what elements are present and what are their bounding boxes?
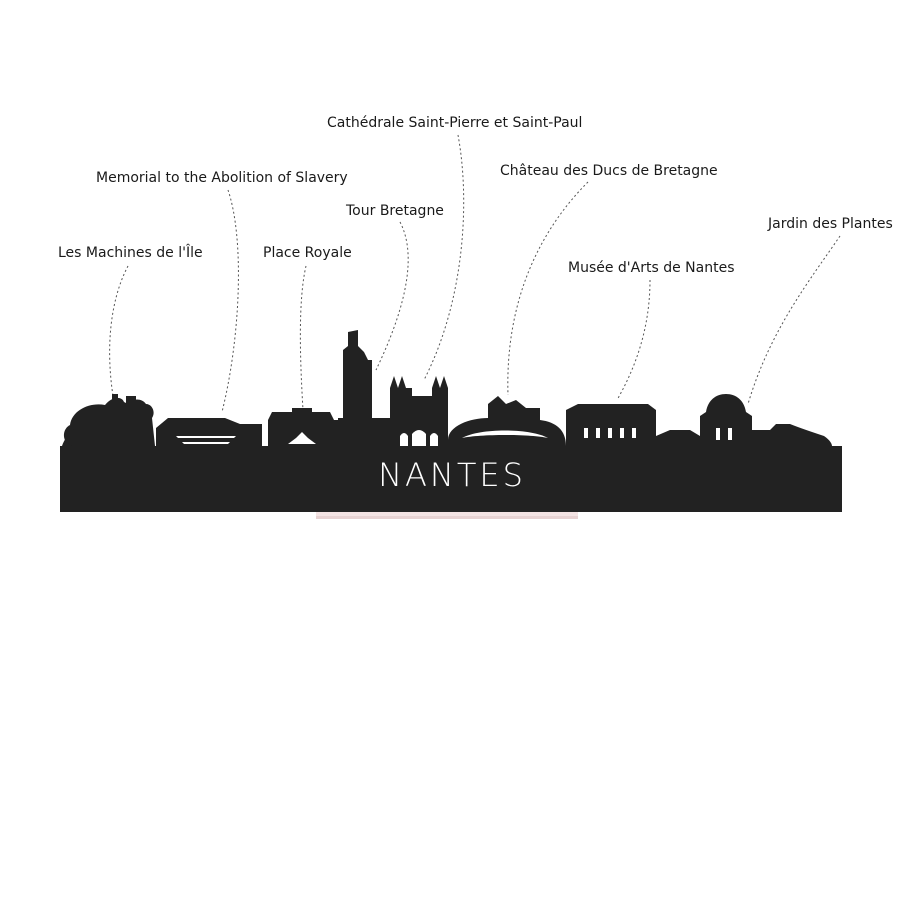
leader-line-cathedrale — [423, 134, 465, 381]
stand — [316, 508, 578, 518]
musee-silhouette — [566, 404, 656, 446]
memorial-silhouette — [156, 418, 262, 446]
leader-line-machines — [109, 265, 129, 403]
leader-lines — [109, 134, 841, 413]
chateau-silhouette — [448, 396, 566, 446]
jardin-windows — [716, 428, 732, 440]
cathedrale-silhouette — [390, 376, 448, 446]
label-chateau-des-ducs: Château des Ducs de Bretagne — [500, 163, 718, 179]
place-royale-silhouette — [268, 408, 338, 446]
label-jardin-des-plantes: Jardin des Plantes — [768, 216, 893, 232]
place-royale-fountain — [288, 432, 316, 444]
leader-line-memorial — [221, 189, 239, 413]
label-memorial-abolition: Memorial to the Abolition of Slavery — [96, 170, 348, 186]
leader-line-tour — [375, 221, 409, 371]
cathedral-portals — [400, 430, 438, 446]
musee-windows — [584, 428, 636, 438]
city-name-text: NANTES — [378, 456, 526, 494]
label-cathedrale: Cathédrale Saint-Pierre et Saint-Paul — [327, 115, 583, 131]
leader-line-place — [299, 265, 307, 411]
label-place-royale: Place Royale — [263, 245, 352, 261]
jardin-silhouette — [700, 394, 832, 446]
stand-shadow — [316, 516, 578, 519]
chateau-moat — [462, 430, 548, 438]
leader-line-musee — [616, 279, 651, 401]
leader-line-jardin — [747, 235, 841, 405]
tour-bretagne-silhouette — [338, 330, 390, 446]
leader-line-chateau — [507, 181, 589, 396]
memorial-stripes — [176, 436, 236, 444]
machines-elephant-silhouette — [62, 394, 155, 446]
houses-silhouette — [656, 430, 700, 446]
label-tour-bretagne: Tour Bretagne — [346, 203, 444, 219]
cutout-details — [176, 428, 732, 446]
label-les-machines-de-lile: Les Machines de l'Île — [58, 245, 203, 261]
label-musee-arts-nantes: Musée d'Arts de Nantes — [568, 260, 735, 276]
base-plate — [60, 446, 842, 512]
